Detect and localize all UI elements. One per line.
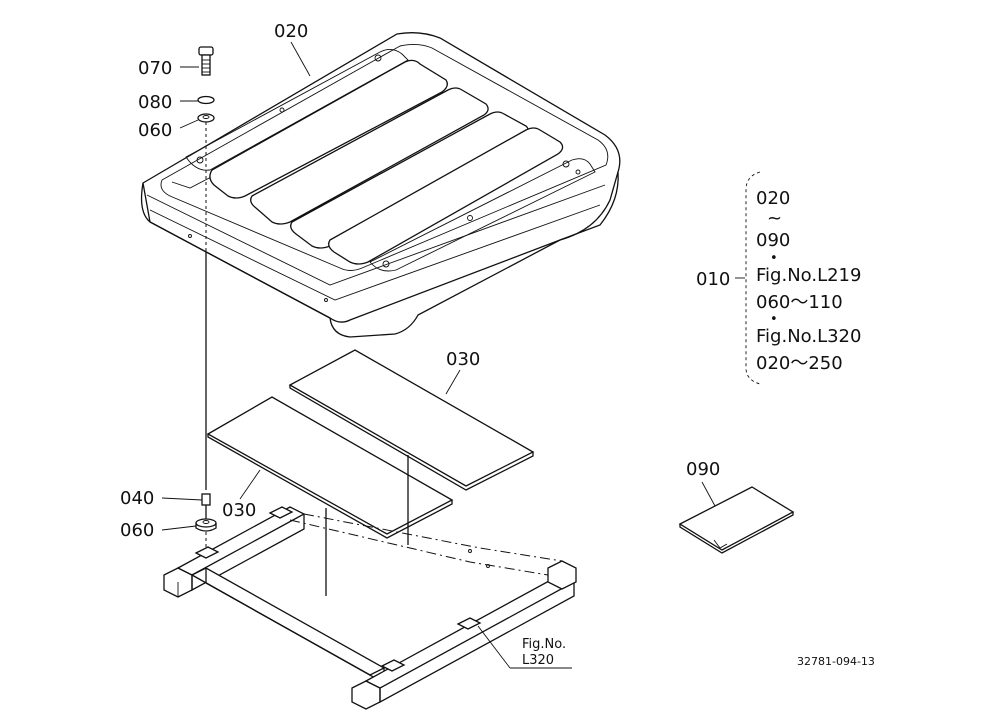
cushion-060-bottom-icon	[195, 518, 217, 532]
label-040: 040	[120, 488, 154, 509]
label-080: 080	[138, 92, 172, 113]
label-030-upper: 030	[446, 349, 480, 370]
washer-080-icon	[197, 95, 215, 105]
drawing-number: 32781-094-13	[797, 655, 875, 668]
mat-lower	[206, 396, 454, 539]
assembly-line-5: Fig.No.L219	[756, 265, 861, 286]
label-060-top: 060	[138, 120, 172, 141]
fastener-stack	[195, 46, 217, 550]
bolt-070-icon	[198, 46, 214, 76]
frame-ref-line-1: Fig.No.	[522, 637, 566, 652]
label-020: 020	[274, 21, 308, 42]
collar-040-icon	[201, 493, 211, 506]
label-010: 010	[696, 269, 730, 290]
assembly-line-2: ~	[767, 208, 782, 229]
manual-booklet-icon	[678, 486, 795, 554]
assembly-line-8: Fig.No.L320	[756, 326, 861, 347]
frame-ref-line-2: L320	[522, 653, 554, 668]
washer-060-top-icon	[197, 113, 215, 123]
assembly-line-1: 020	[756, 188, 790, 209]
label-070: 070	[138, 58, 172, 79]
frame-assembly	[163, 506, 577, 710]
label-090: 090	[686, 459, 720, 480]
assembly-line-3: 090	[756, 230, 790, 251]
leader-lines	[161, 41, 761, 669]
label-060-bottom: 060	[120, 520, 154, 541]
label-030-lower: 030	[222, 500, 256, 521]
assembly-line-6: 060～110	[756, 292, 843, 313]
assembly-line-4: •	[770, 251, 778, 266]
assembly-line-9: 020～250	[756, 353, 843, 374]
roof-panel	[140, 32, 621, 338]
assembly-line-7: •	[770, 312, 778, 327]
mat-upper	[288, 349, 535, 491]
